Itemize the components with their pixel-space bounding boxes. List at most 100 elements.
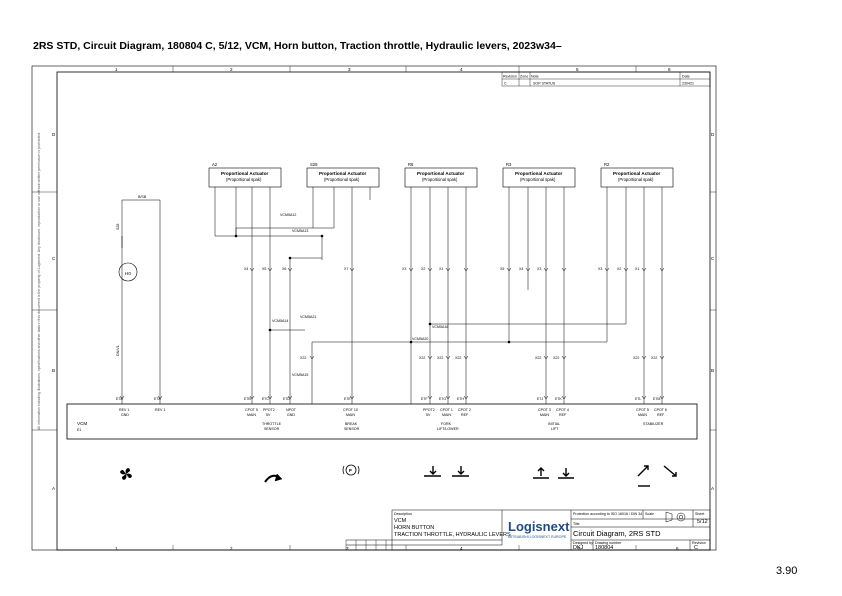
connector-x: X3 [598, 267, 602, 271]
pin-func: REF [657, 413, 665, 417]
row-label: C [52, 256, 56, 261]
connector-x: X5 [500, 267, 504, 271]
pin-id: E7K [555, 397, 562, 401]
company-tag: MITSUBISHI LOGISNEXT EUROPE [508, 535, 567, 539]
group-label: FORK [441, 422, 452, 426]
designer-label: Designed by [573, 541, 593, 545]
col-label-top: 6 [668, 67, 671, 72]
connector-x: X6 [282, 267, 286, 271]
pin-func: MAIN [346, 413, 355, 417]
connector-x22: X22 [419, 356, 425, 360]
row-labels: D C B A D C B A [52, 132, 715, 491]
col-label-bottom: 3 [346, 546, 349, 551]
pin-name: CPOT 3 [538, 408, 551, 412]
desc-line: VCM [394, 518, 407, 524]
actuator-title: Proportional Actuator [515, 171, 563, 176]
connector-labels: X4 X5 X6 X7 X3 X2 X1 X5 X4 X3 X3 X2 X1 X… [244, 267, 657, 360]
column-labels-top: 1 2 3 4 5 6 [115, 67, 671, 72]
drawing-number: 180804 [595, 545, 613, 551]
connector-ticks [119, 267, 665, 400]
connector-x22: X22 [535, 356, 541, 360]
pin-func: REF [559, 413, 567, 417]
parking-brake-letter: P [349, 468, 352, 473]
revision-table [501, 71, 711, 87]
pin-name: CPOT 4 [556, 408, 569, 412]
desc-label: Description [394, 512, 412, 516]
vcm-name: VCM [77, 421, 87, 426]
col-label-top: 4 [460, 67, 463, 72]
sheet-label: Sheet [695, 512, 704, 516]
fork-lift-lower-icon [424, 466, 469, 477]
net-label: VCM5A14 [272, 319, 288, 323]
initial-lift-icon [533, 467, 574, 479]
col-label-bottom: 4 [460, 546, 463, 551]
actuator-subtitle: (Proportional spak) [226, 177, 262, 182]
group-label: LIFT [551, 427, 559, 431]
horn-label: H0 [125, 271, 131, 276]
stabilizer-icon [637, 465, 677, 487]
desc-line: TRACTION THROTTLE, HYDRAULIC LEVERS [394, 532, 511, 538]
pin-func: GND [287, 413, 295, 417]
connector-x22: X22 [300, 356, 306, 360]
connector-x: X4 [244, 267, 248, 271]
pin-name: PPOT2 [423, 408, 435, 412]
actuator-title: Proportional Actuator [221, 171, 269, 176]
revision-table-text: Revision Zone Note Date C SOP STATUS 230… [503, 75, 694, 86]
pin-id: E7H [457, 397, 464, 401]
net-label: VCM5A12 [280, 213, 296, 217]
pin-id: E7G [439, 397, 446, 401]
pin-id: E7A [154, 397, 161, 401]
connector-x22: X22 [437, 356, 443, 360]
actuator-ref: A2 [212, 162, 218, 167]
row-label: A [711, 486, 715, 491]
row-label: C [711, 256, 715, 261]
horn-switch-label: S28 [116, 224, 120, 230]
col-label-top: 2 [230, 67, 233, 72]
row-label: A [52, 486, 56, 491]
rev-header: Zone [520, 75, 528, 79]
rev-cell: 230421 [682, 82, 694, 86]
title-label: Title [573, 522, 580, 526]
col-label-bottom: 5 [578, 546, 581, 551]
pin-id: E7F [421, 397, 428, 401]
actuator-subtitle: (Proportional spak) [324, 177, 360, 182]
net-label: VCM5A16 [432, 325, 448, 329]
pin-id: E7J [537, 397, 543, 401]
pin-name: PPOT2 [263, 408, 275, 412]
actuator-ref: R2 [604, 162, 610, 167]
pin-name: NPOT [286, 408, 297, 412]
row-label: D [52, 132, 56, 137]
pin-func: 5V [266, 413, 271, 417]
pin-id: E7A [116, 397, 123, 401]
actuator-subtitle: (Proportional spak) [618, 177, 654, 182]
rev-cell: SOP STATUS [533, 82, 556, 86]
designer-value: DKJ [573, 545, 584, 551]
pin-id: E7C [262, 397, 269, 401]
wiring [121, 187, 663, 404]
col-label-bottom: 2 [230, 546, 233, 551]
pin-func: MAIN [442, 413, 451, 417]
vcm-groups: THROTTLE SENSOR BREAK SENSOR FORK LIFT/L… [262, 422, 664, 431]
title-block-grid [345, 540, 387, 550]
group-label: STABILIZER [643, 422, 664, 426]
vcm-pin-names: REV 1 GND REV 1 CPOT 5 MAIN PPOT2 5V NPO… [119, 408, 667, 417]
net-labels: VCM5A12 VCM5A13 VCM5A14 VCM5A15 VCM5A16 … [272, 213, 448, 377]
pin-name: CPOT 10 [343, 408, 358, 412]
drawing-frame [31, 65, 717, 551]
company-logo-text: Logisnext [508, 519, 570, 534]
net-label: VCM5A15 [292, 373, 308, 377]
pin-id: E7M [653, 397, 660, 401]
pin-func: GND [121, 413, 129, 417]
connector-x: X7 [344, 267, 348, 271]
throttle-arc-icon [264, 473, 283, 483]
pin-id: E7E [344, 397, 351, 401]
column-labels-bottom: 1 2 3 4 5 6 [115, 546, 679, 551]
actuator-subtitle: (Proportional spak) [520, 177, 556, 182]
projection-symbol-icon [665, 511, 686, 523]
horn-wire: B/SB [138, 195, 147, 199]
actuator-labels: A2 Proportional Actuator (Proportional s… [212, 162, 661, 182]
row-label: B [52, 368, 55, 373]
drawing-number-label: Drawing number [595, 541, 622, 545]
horn-symbol [118, 236, 138, 282]
